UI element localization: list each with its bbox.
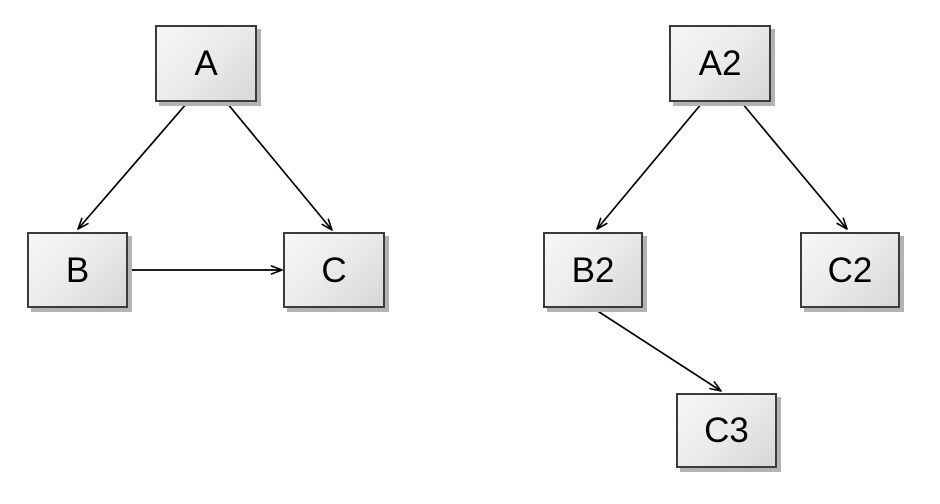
node-label: C2 <box>827 250 873 290</box>
left-graph-edges <box>77 102 333 275</box>
edge-A-C[interactable] <box>226 102 333 231</box>
node-label: B <box>65 250 90 290</box>
node-B[interactable]: B <box>27 232 128 308</box>
edge-A2-B2[interactable] <box>596 102 703 230</box>
node-label: C <box>321 250 347 290</box>
node-label: B2 <box>571 250 615 290</box>
node-label: C3 <box>704 411 749 450</box>
node-A[interactable]: A <box>155 25 257 102</box>
node-C[interactable]: C <box>283 232 385 308</box>
node-label: A2 <box>698 44 742 83</box>
edge-A-B[interactable] <box>77 102 188 230</box>
edge-B2-C3[interactable] <box>592 307 722 392</box>
node-label: A <box>194 44 218 83</box>
edge-A2-C2[interactable] <box>741 102 848 230</box>
node-B2[interactable]: B2 <box>543 232 643 308</box>
node-A2[interactable]: A2 <box>669 25 771 102</box>
node-C3[interactable]: C3 <box>676 393 777 468</box>
node-C2[interactable]: C2 <box>800 232 900 308</box>
right-graph-edges <box>592 102 848 392</box>
